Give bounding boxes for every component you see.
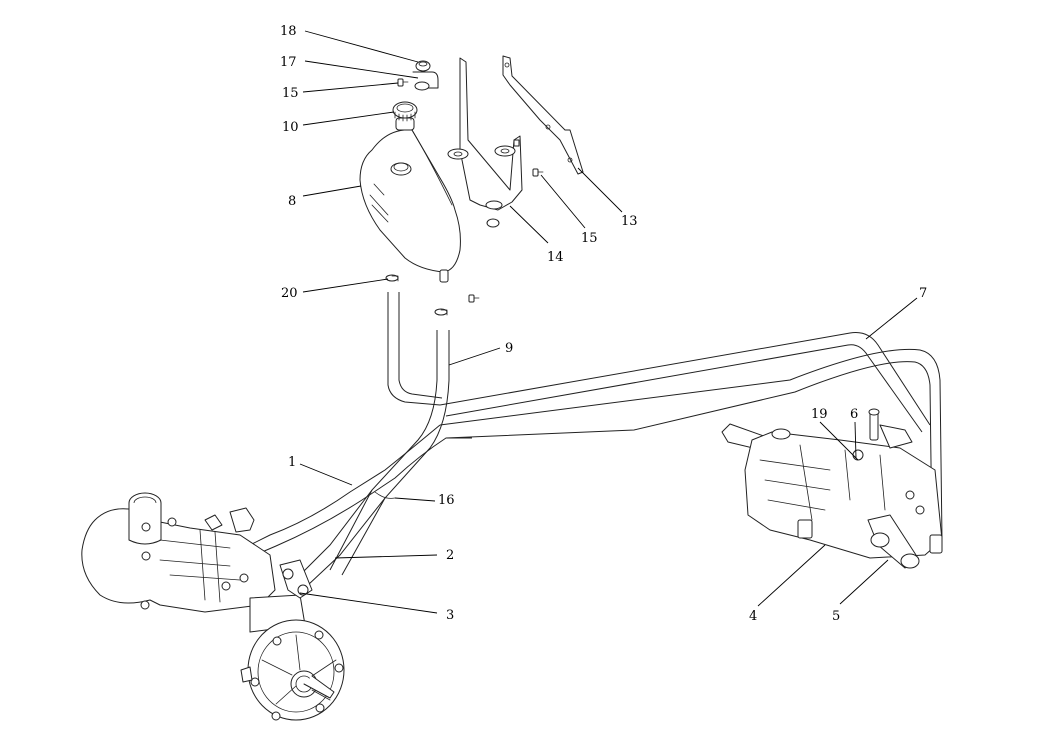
hose-left-vertical-inner	[398, 292, 443, 399]
tank-filler-neck	[390, 162, 412, 176]
callout-16: 16	[438, 493, 455, 508]
hose-1-inner	[254, 437, 472, 556]
callout-13: 13	[621, 214, 638, 229]
callout-15-top: 15	[282, 86, 299, 101]
hose-7-inner	[445, 344, 923, 433]
hose-2[interactable]	[299, 489, 373, 576]
callout-3: 3	[446, 608, 454, 623]
bracket-13[interactable]	[502, 55, 584, 175]
callout-15-right: 15	[581, 231, 598, 246]
hose-loop	[439, 348, 943, 541]
filler-cap[interactable]	[392, 101, 418, 131]
callout-1: 1	[288, 455, 296, 470]
callout-8: 8	[288, 194, 296, 209]
right-transmission[interactable]	[721, 408, 943, 569]
screw-15-right[interactable]	[532, 168, 544, 177]
callout-6: 6	[850, 407, 858, 422]
bracket-14[interactable]	[447, 57, 523, 228]
hose-loop-inner	[445, 361, 933, 541]
hose-clamp-16[interactable]	[374, 491, 396, 499]
hose-2-inner	[307, 497, 386, 586]
breather-cap[interactable]	[412, 60, 439, 91]
reservoir-tank[interactable]	[359, 129, 461, 283]
callout-5: 5	[832, 609, 840, 624]
tank-crease	[411, 129, 453, 206]
callout-7: 7	[919, 286, 927, 301]
callout-18: 18	[280, 24, 297, 39]
screw-15-top[interactable]	[397, 78, 409, 87]
callout-9: 9	[505, 341, 513, 356]
callout-19: 19	[811, 407, 828, 422]
callout-17: 17	[280, 55, 297, 70]
hose-clamp-20[interactable]	[385, 274, 448, 316]
callout-14: 14	[547, 250, 564, 265]
callout-20: 20	[281, 286, 298, 301]
tank-outlet	[439, 269, 449, 283]
hose-1[interactable]	[249, 424, 441, 546]
hose-9-inner	[341, 330, 450, 576]
callout-2: 2	[446, 548, 454, 563]
callout-4: 4	[749, 609, 757, 624]
callout-10: 10	[282, 120, 299, 135]
left-transmission[interactable]	[81, 492, 345, 721]
screw-mid	[468, 294, 480, 303]
hose-left-vertical	[387, 292, 441, 406]
hose-9[interactable]	[329, 330, 438, 571]
hose-7[interactable]	[439, 332, 931, 426]
callouts: 18 17 15 10 8 13 15 14 20 9 7 19 6 1 16 …	[280, 24, 927, 624]
leader-lines	[299, 30, 918, 614]
